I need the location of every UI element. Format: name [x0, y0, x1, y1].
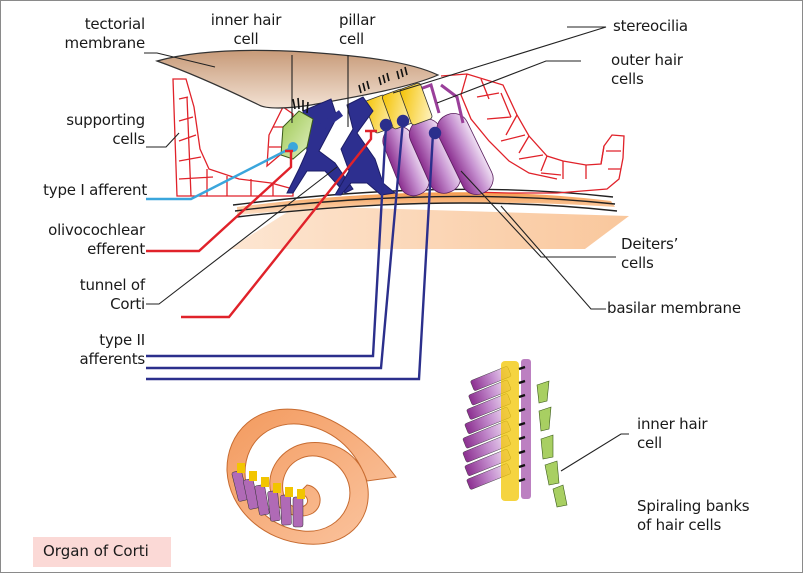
label-basilar-membrane: basilar membrane: [607, 299, 787, 318]
label-tunnel-of-corti: tunnel of Corti: [31, 276, 145, 314]
figure-title: Organ of Corti: [43, 542, 149, 561]
label-type-ii-afferents: type II afferents: [45, 331, 145, 369]
bank-outer-hair-cells: [462, 359, 531, 501]
label-outer-hair-cells: outer hair cells: [611, 51, 721, 89]
label-pillar-cell: pillar cell: [339, 11, 399, 49]
spiraling-banks-of-hair-cells: [462, 359, 567, 507]
cochlear-spiral: [227, 409, 396, 544]
label-deiters-cells: Deiters’ cells: [621, 235, 731, 273]
label-inner-hair-cell-bottom: inner hair cell: [637, 415, 747, 453]
figure-title-box: Organ of Corti: [33, 537, 171, 567]
bank-inner-hair-cells: [537, 381, 567, 507]
label-inner-hair-cell-top: inner hair cell: [201, 11, 291, 49]
label-tectorial-membrane: tectorial membrane: [45, 15, 145, 53]
label-stereocilia: stereocilia: [613, 17, 733, 36]
label-supporting-cells: supporting cells: [25, 111, 145, 149]
label-type-i-afferent: type I afferent: [11, 181, 147, 200]
label-spiraling-banks: Spiraling banks of hair cells: [637, 497, 787, 535]
type-i-afferent-fiber: [146, 142, 298, 199]
label-olivocochlear-efferent: olivocochlear efferent: [11, 221, 145, 259]
